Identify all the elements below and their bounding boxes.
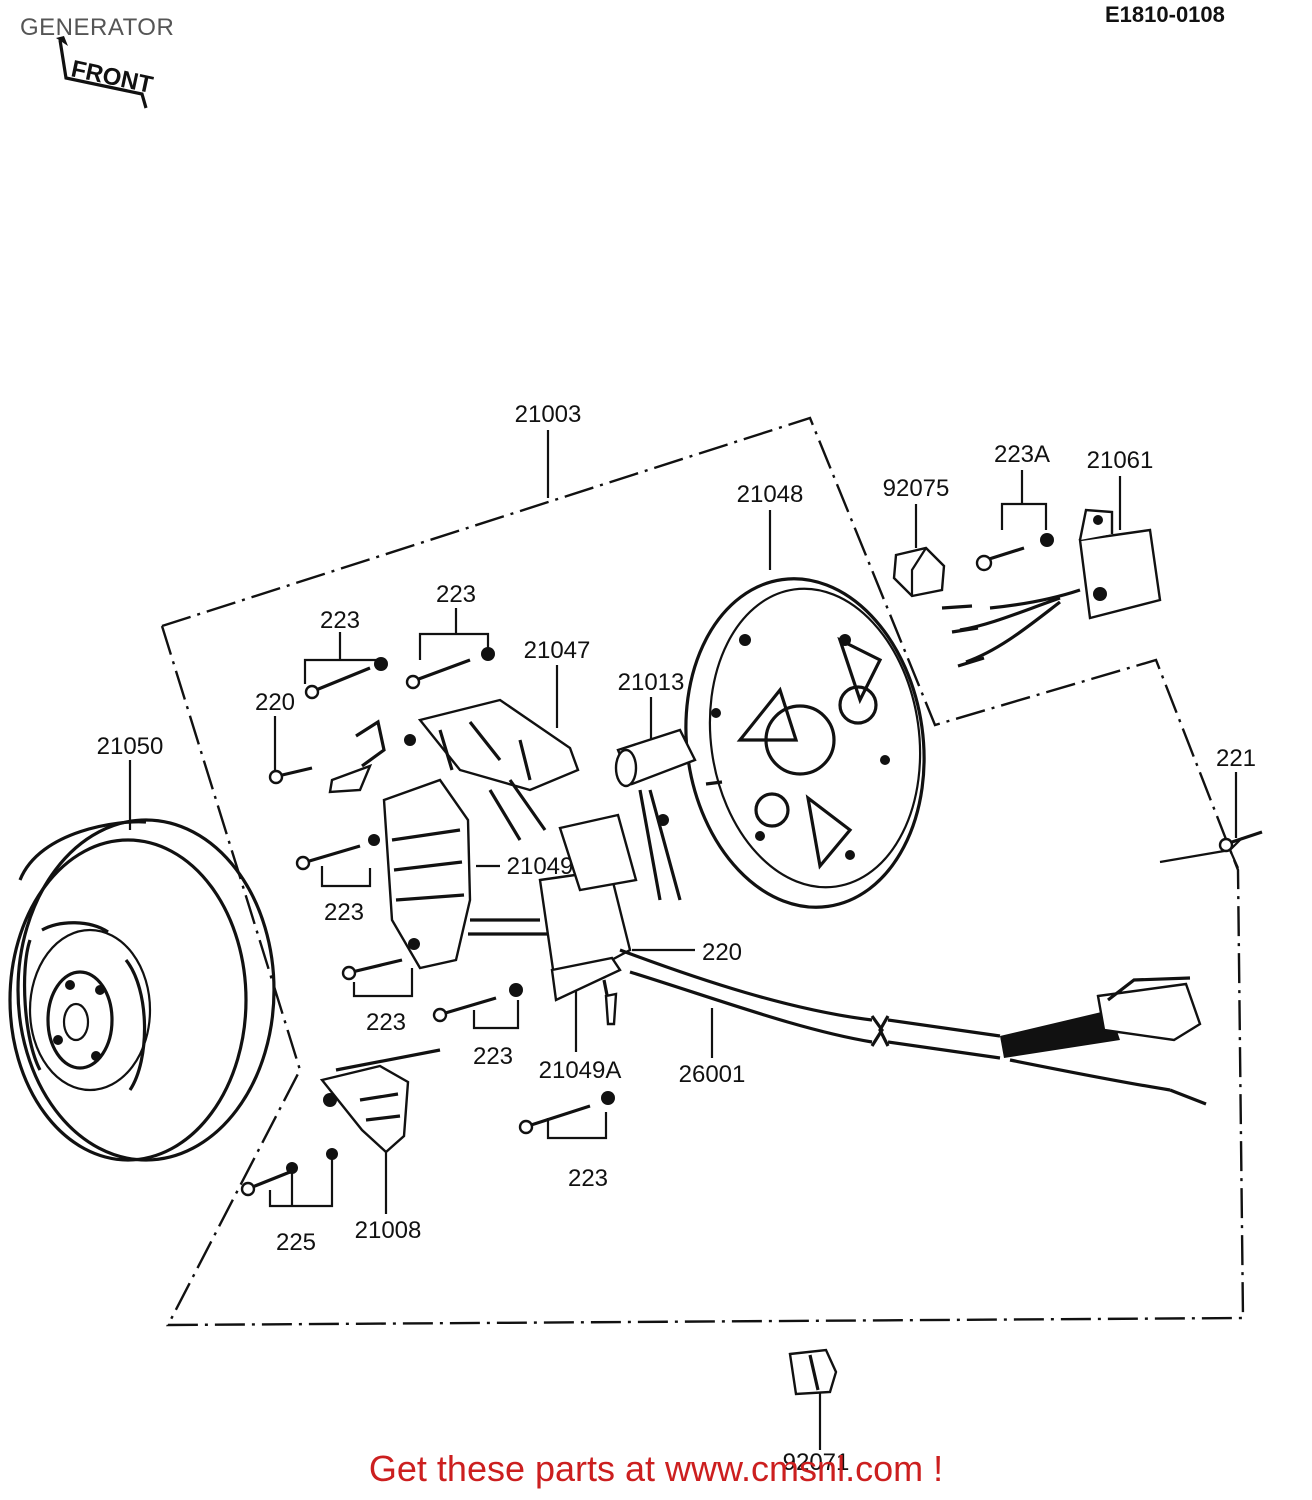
screw-set-223-top — [304, 647, 495, 700]
front-label: FRONT — [69, 55, 156, 99]
label-92071: 92071 — [783, 1449, 850, 1476]
label-21003: 21003 — [515, 401, 582, 428]
label-220-lower: 220 — [702, 939, 742, 966]
bolt-221 — [1218, 830, 1263, 853]
bolt-223a — [975, 533, 1054, 572]
label-225: 225 — [276, 1229, 316, 1256]
label-223a: 223A — [994, 441, 1050, 468]
label-21049: 21049 — [507, 853, 574, 880]
stator-base-plate — [684, 577, 926, 909]
assembly-outline-21003 — [160, 416, 1245, 1327]
label-21008: 21008 — [355, 1217, 422, 1244]
label-92075: 92075 — [883, 475, 950, 502]
label-21013: 21013 — [618, 669, 685, 696]
front-arrow-marker: FRONT — [56, 36, 156, 109]
footer-link-text[interactable]: Get these parts at www.cmsnl.com ! — [368, 1448, 944, 1489]
label-21047: 21047 — [524, 637, 591, 664]
screw-set-225 — [240, 1148, 338, 1197]
label-223-top-left: 223 — [320, 607, 360, 634]
label-223-mid: 223 — [324, 899, 364, 926]
label-21049a: 21049A — [539, 1057, 622, 1084]
label-21048: 21048 — [737, 481, 804, 508]
label-223-top-right: 223 — [436, 581, 476, 608]
part-number-labels: 21003 21061 223A 92075 21048 223 223 210… — [97, 401, 1256, 1476]
connector-cap-92075 — [892, 546, 946, 598]
pickup-21008 — [319, 1048, 441, 1154]
label-223-low-left: 223 — [366, 1009, 406, 1036]
wire-harness-26001 — [619, 948, 1207, 1106]
flywheel-rotor — [8, 818, 276, 1162]
grommet-92071 — [788, 1348, 838, 1396]
pulser-coil-21047 — [404, 698, 580, 841]
label-221: 221 — [1216, 745, 1256, 772]
label-26001: 26001 — [679, 1061, 746, 1088]
label-220-bracket: 220 — [255, 689, 295, 716]
label-223-bottom: 223 — [568, 1165, 608, 1192]
charging-coil-21049 — [382, 778, 638, 992]
cdi-unit — [941, 508, 1162, 668]
label-223-low-mid: 223 — [473, 1043, 513, 1070]
diagram-code: E1810-0108 — [1105, 2, 1225, 27]
condenser-21013 — [614, 728, 697, 901]
screw-set-223-lower — [295, 834, 615, 1135]
coil-base-21049a — [550, 956, 622, 1026]
label-21050: 21050 — [97, 733, 164, 760]
bracket-220 — [268, 719, 386, 794]
label-21061: 21061 — [1087, 447, 1154, 474]
diagram-title: GENERATOR — [20, 14, 175, 41]
leader-lines — [128, 430, 1243, 1450]
